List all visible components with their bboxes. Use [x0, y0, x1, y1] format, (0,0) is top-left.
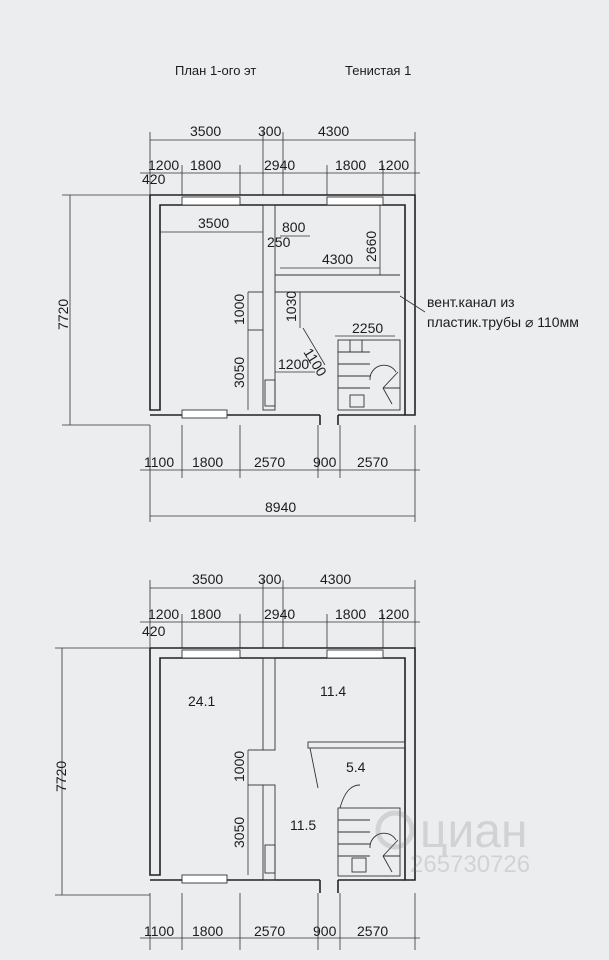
- dim2-top-300: 300: [258, 571, 282, 587]
- dim2-door-1000: 1000: [231, 751, 247, 782]
- dim-right-room-4300: 4300: [322, 251, 353, 267]
- plan-address: Тенистая 1: [345, 63, 411, 78]
- dim2-bottom-1100: 1100: [144, 923, 174, 939]
- dim-passage-1200: 1200: [278, 356, 309, 372]
- dim2-bottom-2570a: 2570: [254, 923, 285, 939]
- dim-second-1200b: 1200: [378, 157, 409, 173]
- dim-side-7720: 7720: [55, 299, 71, 330]
- area-room-right: 11.4: [320, 683, 346, 699]
- dim-second-1800b: 1800: [335, 157, 366, 173]
- dim-corridor-800: 800: [282, 219, 306, 235]
- plan-title: План 1-ого эт: [175, 63, 256, 78]
- dim-bottom-1100: 1100: [144, 454, 174, 470]
- dim-top-300: 300: [258, 123, 282, 139]
- area-room-left: 24.1: [188, 693, 215, 709]
- dim2-second-1200a: 1200: [148, 606, 179, 622]
- dim-wall-3050: 3050: [231, 357, 247, 388]
- dim-left-room-3500: 3500: [198, 215, 229, 231]
- dim-second-2940: 2940: [264, 157, 295, 173]
- dim2-second-1800b: 1800: [335, 606, 366, 622]
- dim-top-3500: 3500: [190, 123, 221, 139]
- dim-bottom-2570b: 2570: [357, 454, 388, 470]
- dim2-side-7720: 7720: [53, 761, 69, 792]
- dim-bottom-2570a: 2570: [254, 454, 285, 470]
- dim-bottom-900: 900: [313, 454, 337, 470]
- dim2-corner-420: 420: [142, 623, 166, 639]
- dim-top-4300: 4300: [318, 123, 349, 139]
- dim-second-1200a: 1200: [148, 157, 179, 173]
- vent-note-line2: пластик.трубы ⌀ 110мм: [427, 314, 579, 330]
- dim2-bottom-2570b: 2570: [357, 923, 388, 939]
- dim-bottom-1800: 1800: [192, 454, 223, 470]
- dim2-bottom-1800: 1800: [192, 923, 223, 939]
- watermark-logo: циан: [420, 805, 528, 858]
- dim-wall-250: 250: [267, 234, 291, 250]
- dim2-top-4300: 4300: [320, 571, 351, 587]
- vent-note-line1: вент.канал из: [427, 294, 515, 310]
- dim-second-1800a: 1800: [190, 157, 221, 173]
- dim2-wall-3050: 3050: [231, 817, 247, 848]
- dim-corner-420: 420: [142, 171, 166, 187]
- area-room-small: 5.4: [346, 759, 366, 775]
- dim-total-8940: 8940: [265, 499, 296, 515]
- dim2-second-1800a: 1800: [190, 606, 221, 622]
- area-hall: 11.5: [290, 817, 316, 833]
- dim2-bottom-900: 900: [313, 923, 337, 939]
- floor-plan-1: 3500 300 4300 1200 1800 2940 1800 1200 4…: [55, 123, 579, 522]
- cian-logo-icon: [375, 810, 415, 850]
- dim-door-1000: 1000: [231, 294, 247, 325]
- dim2-top-3500: 3500: [192, 571, 223, 587]
- cian-watermark: циан 265730726: [375, 805, 530, 878]
- dim-door-1030: 1030: [283, 291, 299, 322]
- dim-stair-2250: 2250: [352, 320, 383, 336]
- dim2-second-1200b: 1200: [378, 606, 409, 622]
- dim-right-room-2660: 2660: [363, 231, 379, 262]
- watermark-number: 265730726: [410, 851, 530, 878]
- floor-plan-2: 3500 300 4300 1200 1800 2940 1800 1200 4…: [53, 571, 420, 950]
- dim2-second-2940: 2940: [264, 606, 295, 622]
